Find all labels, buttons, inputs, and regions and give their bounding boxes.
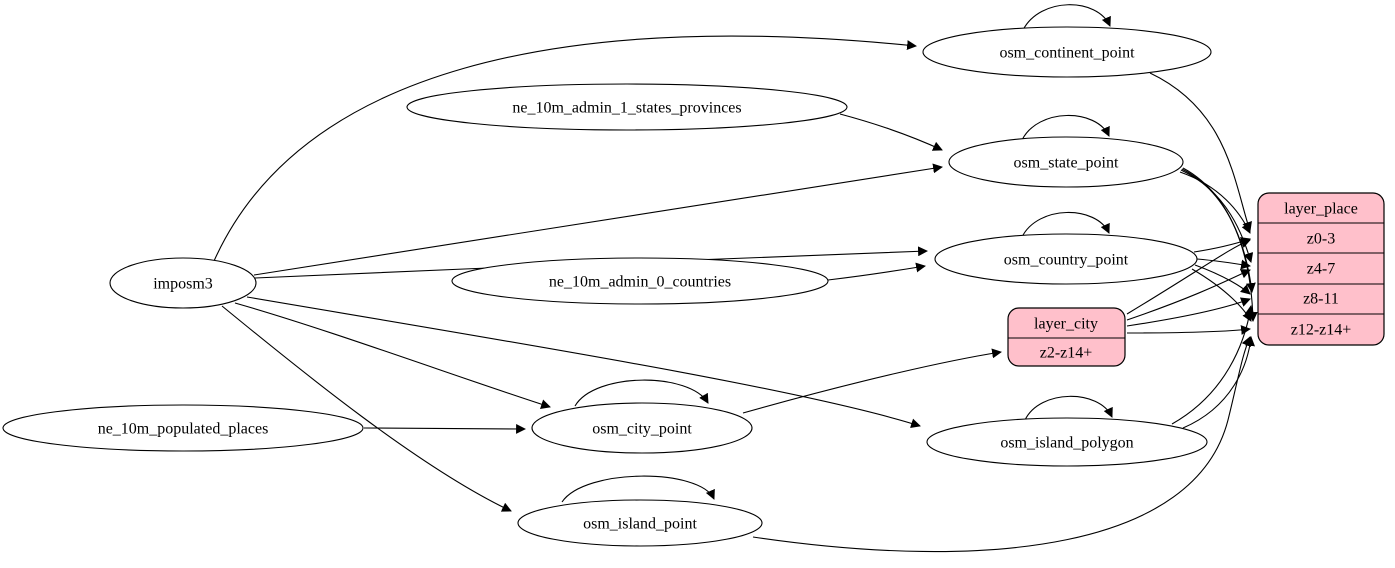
edge-imposm3-to-osm-city-point [234, 302, 551, 409]
node-osm-continent-point: osm_continent_point [922, 26, 1212, 78]
node-osm-country-point: osm_country_point [934, 233, 1198, 285]
node-ne-10m-populated-places-label: ne_10m_populated_places [98, 421, 269, 438]
node-osm-island-polygon-shape [926, 417, 1208, 467]
edge-osm-state-point-to-layer-place-z0-3 [1179, 171, 1251, 234]
node-ne-10m-populated-places: ne_10m_populated_places [2, 404, 364, 452]
node-osm-state-point: osm_state_point [948, 136, 1184, 188]
edge-osm-island-point-to-layer-place-z12-z14 [752, 336, 1251, 553]
self-loop-osm-state-point [1021, 114, 1110, 141]
record-layer-place: layer_place z0-3 z4-7 z8-11 z12-z14+ [1257, 192, 1385, 346]
node-osm-island-point: osm_island_point [517, 499, 763, 547]
node-ne-10m-admin-1-states-provinces: ne_10m_admin_1_states_provinces [406, 83, 848, 131]
node-ne-10m-admin-1-states-provinces-label: ne_10m_admin_1_states_provinces [512, 100, 741, 117]
node-osm-city-point: osm_city_point [531, 402, 753, 454]
node-osm-continent-point-label: osm_continent_point [999, 45, 1135, 62]
record-layer-place-row-z0-3: z0-3 [1307, 231, 1335, 248]
record-layer-city-shape [1007, 307, 1126, 367]
record-layer-place-title: layer_place [1284, 201, 1358, 218]
edge-layer-city-to-layer-place-z4-7 [1126, 269, 1251, 321]
record-layer-city-row-z2-z14: z2-z14+ [1040, 345, 1093, 362]
node-osm-state-point-shape [948, 136, 1184, 188]
edge-osm-island-polygon-to-layer-place-z12-z14 [1182, 336, 1255, 429]
edge-osm-island-polygon-to-layer-place-z8-11 [1171, 305, 1255, 425]
node-ne-10m-admin-0-countries-label: ne_10m_admin_0_countries [549, 274, 731, 291]
record-layer-place-row-z4-7: z4-7 [1307, 261, 1335, 278]
node-imposm3: imposm3 [109, 257, 257, 309]
record-layer-city: layer_city z2-z14+ [1007, 307, 1126, 367]
node-osm-island-polygon: osm_island_polygon [926, 417, 1208, 467]
record-layer-place-shape [1257, 192, 1385, 346]
node-ne-10m-populated-places-shape [2, 404, 364, 452]
edge-osm-country-point-to-layer-place-z4-7 [1196, 258, 1251, 270]
node-osm-island-point-label: osm_island_point [583, 516, 697, 533]
edge-imposm3-to-osm-island-point [221, 305, 512, 512]
node-osm-continent-point-shape [922, 26, 1212, 78]
self-loop-osm-island-polygon [1024, 395, 1113, 421]
edge-ne-10m-admin-1-states-provinces-to-osm-state-point [839, 113, 943, 151]
edge-layer-city-to-layer-place-z8-11 [1126, 297, 1251, 327]
record-layer-place-row-z12-z14: z12-z14+ [1291, 322, 1352, 339]
edge-osm-state-point-to-layer-place-z12-z14 [1182, 167, 1258, 322]
node-ne-10m-admin-1-states-provinces-shape [406, 83, 848, 131]
self-loop-osm-country-point [1021, 211, 1110, 238]
edges [213, 4, 1258, 553]
node-osm-country-point-shape [934, 233, 1198, 285]
self-loop-osm-continent-point [1022, 4, 1111, 31]
edge-layer-city-to-layer-place-z0-3 [1126, 238, 1251, 315]
self-loop-osm-island-point [561, 475, 715, 503]
edge-imposm3-to-osm-island-polygon [246, 296, 921, 429]
node-imposm3-shape [109, 257, 257, 309]
node-osm-state-point-label: osm_state_point [1014, 155, 1119, 172]
edge-osm-continent-point-to-layer-place-z0-3 [1149, 72, 1252, 232]
node-ne-10m-admin-0-countries: ne_10m_admin_0_countries [451, 257, 829, 305]
edge-imposm3-to-osm-state-point [253, 163, 943, 276]
node-ne-10m-admin-0-countries-shape [451, 257, 829, 305]
node-osm-city-point-label: osm_city_point [592, 421, 692, 438]
edge-osm-state-point-to-layer-place-z4-7 [1180, 169, 1254, 263]
nodes: imposm3 ne_10m_admin_1_states_provinces … [2, 26, 1212, 547]
self-loop-osm-city-point [574, 379, 709, 407]
record-layer-city-title: layer_city [1034, 316, 1098, 333]
node-imposm3-label: imposm3 [153, 276, 213, 293]
record-layer-place-row-z8-11: z8-11 [1303, 291, 1339, 308]
node-osm-city-point-shape [531, 402, 753, 454]
node-osm-island-point-shape [517, 499, 763, 547]
node-osm-island-polygon-label: osm_island_polygon [1000, 435, 1133, 452]
node-osm-country-point-label: osm_country_point [1004, 252, 1129, 269]
edge-ne-10m-admin-0-countries-to-osm-country-point [827, 262, 926, 281]
edge-imposm3-to-osm-continent-point [213, 35, 917, 262]
edge-layer-city-to-layer-place-z12-z14 [1126, 325, 1251, 335]
edge-osm-city-point-to-layer-city-z2-z14 [742, 348, 1002, 414]
edge-ne-10m-populated-places-to-osm-city-point [363, 423, 526, 434]
